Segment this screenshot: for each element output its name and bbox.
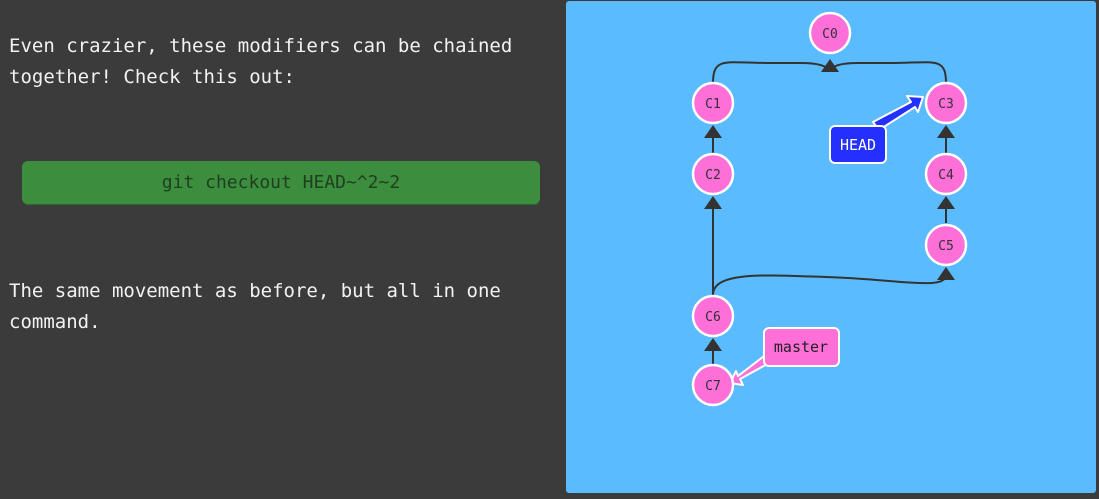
master-branch-tag	[763, 327, 840, 367]
commit-label: C4	[938, 168, 954, 183]
commit-node-c6[interactable]: C6	[691, 294, 735, 338]
arrowhead-c0	[821, 59, 839, 72]
commit-circle	[924, 223, 968, 267]
arrowhead-c5	[937, 267, 955, 280]
commit-nodes: C0 C1 C2 C3 C4	[691, 11, 968, 407]
git-command-button[interactable]: git checkout HEAD~^2~2	[22, 161, 540, 204]
commit-circle	[808, 11, 852, 55]
arrowhead-c6	[704, 338, 722, 351]
commit-node-c7[interactable]: C7	[691, 363, 735, 407]
edge-c6-c5	[712, 274, 947, 296]
commit-label: C5	[938, 239, 954, 254]
commit-circle	[691, 363, 735, 407]
commit-node-c3[interactable]: C3	[924, 81, 968, 125]
commit-label: C7	[705, 379, 721, 394]
branch-master: master	[729, 327, 840, 386]
commit-node-c2[interactable]: C2	[691, 152, 735, 196]
head-branch-arrow	[872, 95, 924, 131]
commit-label: C3	[938, 97, 954, 112]
commit-node-c4[interactable]: C4	[924, 152, 968, 196]
arrowhead-c3	[937, 125, 955, 138]
instruction-text-intro: Even crazier, these modifiers can be cha…	[9, 35, 524, 88]
commit-node-c1[interactable]: C1	[691, 81, 735, 125]
edge-arrowheads	[704, 59, 955, 351]
arrowhead-c2	[704, 196, 722, 209]
commit-label: C1	[705, 97, 721, 112]
commit-label: C2	[705, 168, 721, 183]
head-branch-label: HEAD	[840, 136, 876, 154]
commit-graph-svg: master HEAD C0 C1 C2	[691, 11, 968, 407]
head-branch-tag	[829, 125, 887, 164]
edge-c3-c0	[829, 61, 947, 84]
commit-label: C6	[705, 310, 721, 325]
commit-circle	[691, 81, 735, 125]
commit-circle	[924, 81, 968, 125]
commit-node-c5[interactable]: C5	[924, 223, 968, 267]
arrowhead-c4	[937, 196, 955, 209]
commit-node-c0[interactable]: C0	[808, 11, 852, 55]
commit-circle	[691, 152, 735, 196]
master-branch-label: master	[774, 338, 828, 356]
commit-circle	[924, 152, 968, 196]
commit-label: C0	[822, 27, 838, 42]
commit-graph-visualization: master HEAD C0 C1 C2	[566, 1, 1096, 493]
arrowhead-c1	[704, 125, 722, 138]
instruction-text-outro: The same movement as before, but all in …	[9, 280, 513, 333]
commit-circle	[691, 294, 735, 338]
instructions-pane: Even crazier, these modifiers can be cha…	[9, 35, 540, 333]
branch-head: HEAD	[829, 95, 924, 164]
edge-c1-c0	[712, 61, 830, 84]
